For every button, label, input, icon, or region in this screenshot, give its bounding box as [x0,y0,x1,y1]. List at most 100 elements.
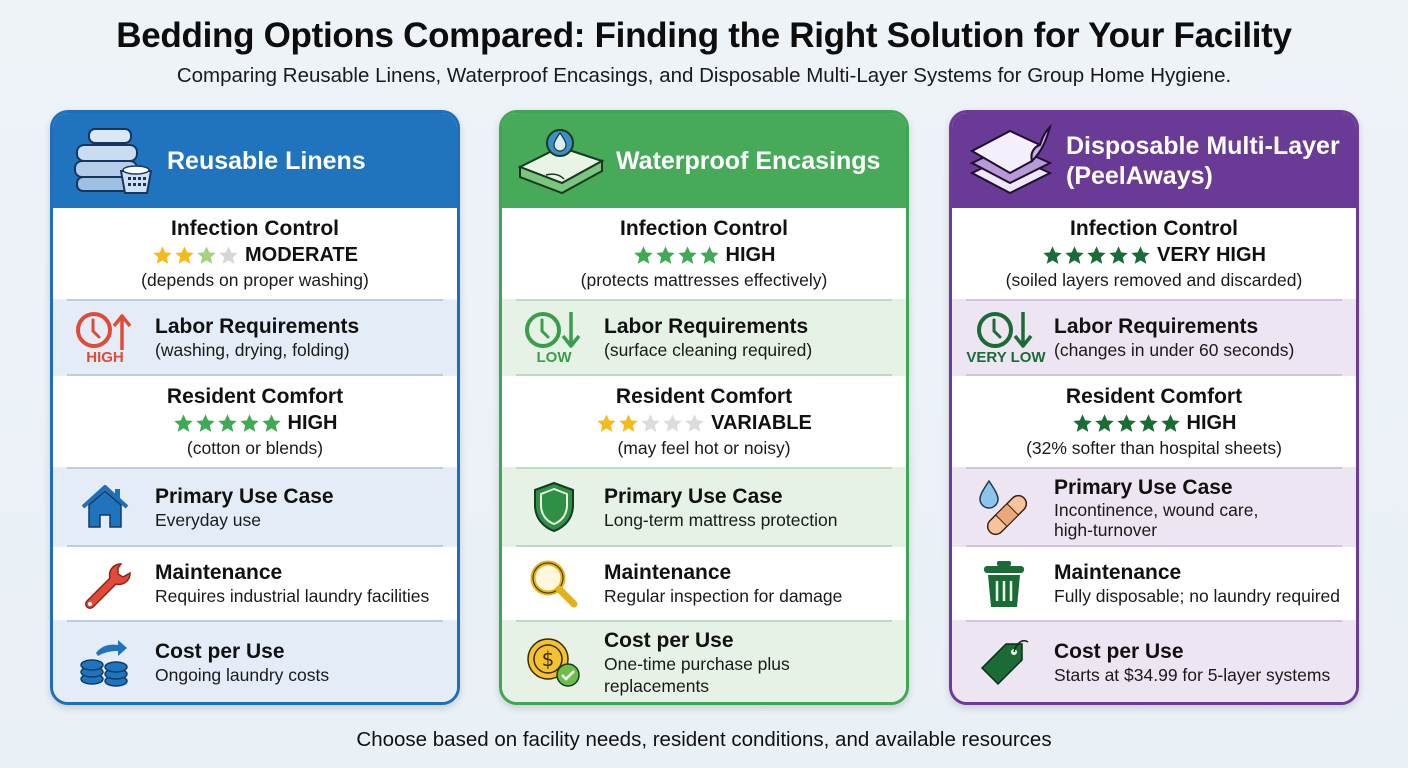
svg-text:$: $ [542,647,555,671]
row-title: Maintenance [155,561,283,584]
star-icon [173,413,194,434]
folded-linens-basket-icon [74,127,153,194]
maintenance-row: Maintenance Fully disposable; no laundry… [952,547,1356,622]
resident-comfort-row: Resident Comfort HIGH (cotton or blends) [53,376,457,469]
star-icon [655,245,676,266]
star-rating [596,413,705,434]
star-icon [1138,413,1159,434]
star-icon [1108,245,1129,266]
card-disposable-multi-layer: Disposable Multi-Layer (PeelAways) Infec… [949,110,1359,705]
row-title: Primary Use Case [1054,475,1233,499]
row-desc: Everyday use [155,509,262,530]
mattress-water-drop-icon [517,128,605,194]
labor-requirements-row: VERY LOW Labor Requirements (changes in … [952,301,1356,376]
row-title: Cost per Use [604,628,734,652]
rating-label: HIGH [725,244,776,266]
card-title: Waterproof Encasings [616,146,881,175]
star-icon [239,413,260,434]
footer-note: Choose based on facility needs, resident… [356,728,1052,751]
peeling-layers-icon [969,123,1053,194]
row-desc: Requires industrial laundry facilities [155,586,430,606]
card-waterproof-encasings: Waterproof Encasings Infection Control H… [499,110,909,705]
star-icon [218,245,239,266]
row-title: Primary Use Case [155,484,334,508]
card-title-line2: (PeelAways) [1066,161,1213,190]
row-title: Resident Comfort [166,385,344,408]
star-icon [1160,413,1181,434]
row-desc: One-time purchase plus replacements [604,653,790,696]
star-icon [633,245,654,266]
clock-down-arrow-icon [977,311,1033,348]
maintenance-row: Maintenance Regular inspection for damag… [502,547,906,622]
resident-comfort-row: Resident Comfort VARIABLE (may feel hot … [502,376,906,469]
star-rating [152,245,239,266]
row-title: Maintenance [604,561,732,584]
rating: VARIABLE [516,410,892,436]
magnifying-glass-icon [530,560,578,607]
star-rating [633,245,720,266]
rating: HIGH [516,242,892,268]
row-note: (washing, drying, folding) [155,340,350,360]
star-icon [1064,245,1085,266]
row-title: Resident Comfort [615,385,793,408]
star-icon [1086,245,1107,266]
primary-use-case-row: Primary Use Case Everyday use [53,469,457,547]
page-title: Bedding Options Compared: Finding the Ri… [116,16,1292,55]
row-desc-line2: high-turnover [1054,519,1158,540]
row-note: (may feel hot or noisy) [617,438,791,458]
rating-label: VARIABLE [711,412,812,434]
primary-use-case-row: Primary Use Case Incontinence, wound car… [952,469,1356,547]
star-icon [1072,413,1093,434]
row-title: Labor Requirements [155,315,360,338]
star-icon [195,413,216,434]
star-icon [662,413,683,434]
star-icon [1042,245,1063,266]
star-icon [152,245,173,266]
rating: HIGH [966,410,1342,436]
rating: HIGH [67,410,443,436]
wrench-icon [85,562,131,609]
row-desc: Regular inspection for damage [604,586,843,606]
rating-label: VERY HIGH [1157,244,1266,266]
row-title: Cost per Use [155,639,285,663]
resident-comfort-row: Resident Comfort HIGH (32% softer than h… [952,376,1356,469]
clock-up-arrow-icon [76,311,132,350]
star-icon [1094,413,1115,434]
rating: VERY HIGH [966,242,1342,268]
cost-per-use-row: Cost per Use Starts at $34.99 for 5-laye… [952,622,1356,702]
row-note: (protects mattresses effectively) [580,270,828,290]
clock-down-arrow-icon [525,311,581,348]
coins-arrow-icon [80,640,128,687]
row-desc: Incontinence, wound care, high-turnover [1054,500,1258,540]
row-note: (surface cleaning required) [604,340,813,360]
row-title: Labor Requirements [604,315,809,338]
row-title: Infection Control [620,217,788,240]
labor-level: VERY LOW [966,348,1046,366]
page-subtitle: Comparing Reusable Linens, Waterproof En… [176,64,1232,87]
card-header: Reusable Linens [53,113,457,208]
labor-requirements-row: HIGH Labor Requirements (washing, drying… [53,301,457,376]
row-title: Infection Control [1070,217,1238,240]
star-icon [261,413,282,434]
labor-level: HIGH [86,348,124,366]
card-title: Disposable Multi-Layer (PeelAways) [1066,131,1340,191]
rating: MODERATE [67,242,443,268]
star-icon [699,245,720,266]
star-icon [174,245,195,266]
maintenance-row: Maintenance Requires industrial laundry … [53,547,457,622]
row-title: Resident Comfort [1065,385,1243,408]
star-icon [684,413,705,434]
star-rating [1072,413,1181,434]
star-rating [173,413,282,434]
star-icon [677,245,698,266]
star-icon [618,413,639,434]
row-desc-line1: Incontinence, wound care, [1054,499,1259,520]
row-desc: Starts at $34.99 for 5-layer systems [1054,664,1331,685]
card-header: Disposable Multi-Layer (PeelAways) [952,113,1356,208]
cost-per-use-row: $ Cost per Use One-time purchase plus re… [502,622,906,702]
row-title: Labor Requirements [1054,315,1259,338]
infection-control-row: Infection Control HIGH (protects mattres… [502,208,906,301]
rating-label: HIGH [1186,412,1237,434]
star-icon [1130,245,1151,266]
row-note: (32% softer than hospital sheets) [1026,438,1282,458]
